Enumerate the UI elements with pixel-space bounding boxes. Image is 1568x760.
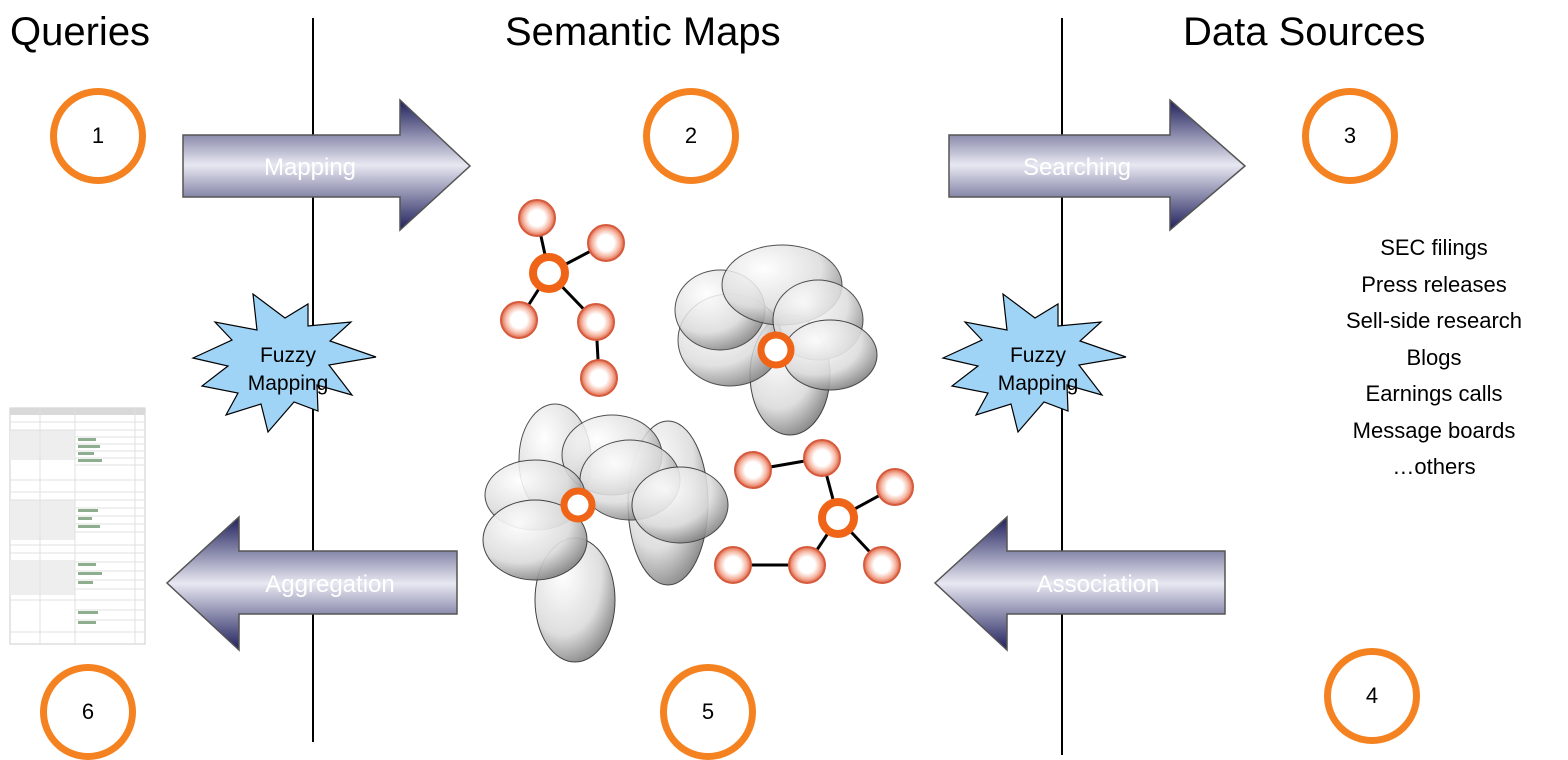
semantic-petal-cluster-2 — [482, 403, 729, 663]
step-1-badge: 1 — [50, 88, 146, 184]
fuzzy-right-line2: Mapping — [998, 372, 1079, 395]
step-5-badge: 5 — [660, 664, 756, 760]
step-2-badge: 2 — [643, 88, 739, 184]
mapping-label: Mapping — [264, 154, 356, 181]
fuzzy-burst-right: Fuzzy Mapping — [941, 292, 1127, 434]
heading-semantic-maps: Semantic Maps — [505, 10, 781, 54]
fuzzy-left-line2: Mapping — [248, 372, 329, 395]
step-6-badge: 6 — [40, 664, 136, 760]
data-sources-list: SEC filings Press releases Sell-side res… — [1300, 230, 1568, 486]
searching-label: Searching — [1023, 154, 1131, 181]
semantic-petal-cluster-1 — [674, 244, 878, 436]
semantic-node-graph-1 — [500, 199, 625, 397]
heading-queries: Queries — [10, 10, 151, 54]
heading-data-sources: Data Sources — [1183, 10, 1426, 54]
aggregation-arrow: Aggregation — [165, 515, 458, 652]
fuzzy-left-line1: Fuzzy — [260, 344, 317, 367]
association-arrow: Association — [933, 515, 1226, 652]
source-item: Blogs — [1406, 344, 1462, 370]
source-item: Earnings calls — [1365, 381, 1503, 406]
source-item: SEC filings — [1380, 235, 1488, 260]
association-label: Association — [1037, 571, 1160, 598]
searching-arrow: Searching — [948, 98, 1247, 232]
source-item: Press releases — [1361, 271, 1507, 297]
fuzzy-right-line1: Fuzzy — [1010, 344, 1067, 367]
step-4-badge: 4 — [1324, 648, 1420, 744]
source-item: Sell-side research — [1345, 308, 1523, 333]
results-table-thumbnail — [9, 407, 146, 645]
source-item: Message boards — [1352, 417, 1516, 443]
step-3-badge: 3 — [1302, 88, 1398, 184]
semantic-node-graph-2 — [714, 439, 914, 584]
fuzzy-burst-left: Fuzzy Mapping — [191, 292, 377, 434]
mapping-arrow: Mapping — [182, 98, 472, 232]
source-item: …others — [1392, 454, 1476, 479]
aggregation-label: Aggregation — [265, 571, 394, 598]
